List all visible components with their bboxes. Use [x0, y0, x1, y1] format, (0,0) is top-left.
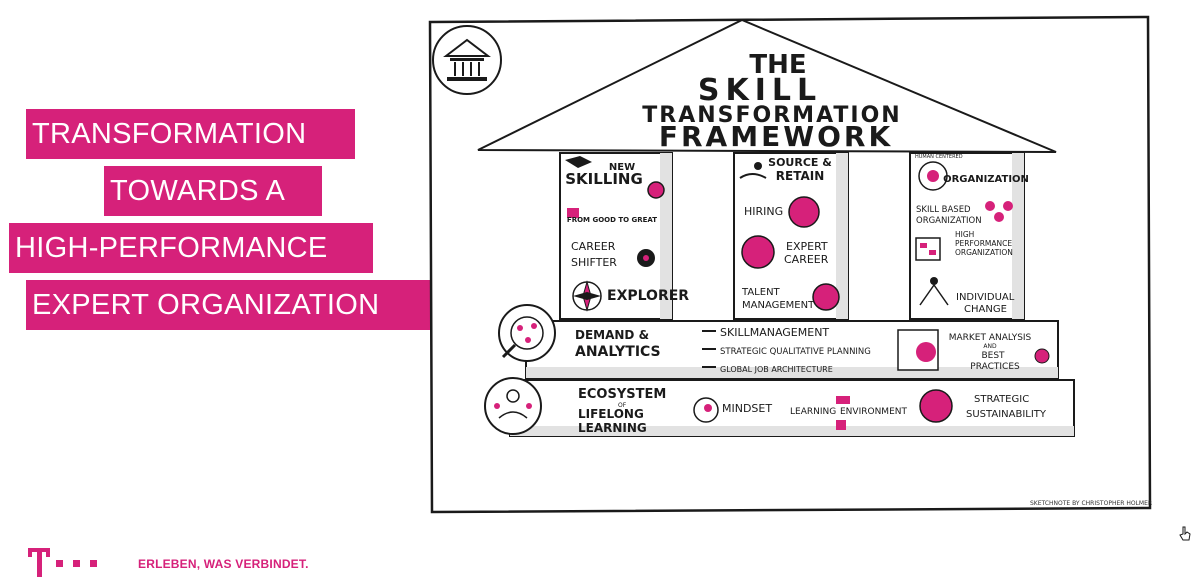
pillar-2-talent: TALENT: [741, 287, 781, 298]
compass-icon: [572, 280, 602, 312]
title-the: THE: [749, 50, 806, 80]
footer-slogan: ERLEBEN, WAS VERBINDET.: [138, 557, 309, 571]
eco-learning: LEARNING: [790, 407, 836, 417]
award-ribbon-icon: [647, 181, 665, 199]
eco-environment: ENVIRONMENT: [840, 407, 907, 417]
pillar-2-hiring: HIRING: [744, 205, 783, 218]
market-and: AND: [983, 343, 997, 350]
pillar-3-organization-1: ORGANIZATION: [916, 216, 982, 226]
pillar-1-career: CAREER: [571, 240, 616, 253]
title-framework: FRAMEWORK: [659, 120, 893, 153]
pillar-3-change: CHANGE: [964, 304, 1007, 315]
pillar-1-from-to: FROM GOOD TO GREAT: [567, 216, 657, 224]
briefcase-icon: [836, 396, 850, 404]
pillar-1-shifter: SHIFTER: [571, 256, 617, 269]
market-best: BEST: [981, 351, 1005, 361]
market-analysis: MARKET ANALYSIS: [949, 333, 1032, 343]
pillar-3-organization-2: ORGANIZATION: [955, 248, 1013, 257]
pillar-2-heading-top: SOURCE &: [768, 156, 832, 169]
headline-line-1: TRANSFORMATION: [26, 109, 355, 159]
eco-heading-1: ECOSYSTEM: [578, 387, 666, 402]
pillar-1-heading: SKILLING: [565, 170, 643, 188]
network-icon: [741, 235, 775, 269]
band-demand-analytics: DEMAND & ANALYTICS SKILLMANAGEMENT STRAT…: [498, 304, 1059, 379]
hand-cursor-icon: [1179, 526, 1191, 541]
title-transformation: TRANSFORMATION: [642, 103, 901, 128]
demand-heading-2: ANALYTICS: [575, 344, 661, 360]
pillar-2-expert: EXPERT: [786, 240, 828, 253]
pillar-3-performance: PERFORMANCE: [955, 239, 1012, 248]
pillar-3-high: HIGH: [955, 230, 974, 239]
pillar-2-career: CAREER: [784, 253, 829, 266]
demand-heading-1: DEMAND &: [575, 328, 649, 342]
eco-heading-3: LIFELONG: [578, 407, 644, 421]
pillar-2-heading: RETAIN: [776, 169, 825, 183]
pillar-1-heading-top: NEW: [609, 162, 635, 173]
eco-heading-4: LEARNING: [578, 421, 647, 435]
pillar-3-individual: INDIVIDUAL: [956, 292, 1015, 303]
headline-line-4: EXPERT ORGANIZATION: [26, 280, 430, 330]
dashboard-icon: [915, 237, 941, 261]
pillar-human-centered-organization: HUMAN CENTERED ORGANIZATION SKILL BASED …: [909, 152, 1029, 320]
document-icon: [836, 420, 846, 430]
pillar-3-heading: ORGANIZATION: [943, 174, 1029, 185]
diagram-frame: [428, 15, 1152, 514]
demand-skillmanagement: SKILLMANAGEMENT: [720, 326, 829, 339]
graduation-cap-icon: [565, 156, 592, 168]
institution-icon: [432, 25, 502, 95]
pillar-3-skill-based: SKILL BASED: [916, 205, 971, 215]
people-circle-icon: [812, 283, 840, 311]
org-chart-icon: [985, 201, 995, 211]
headline-line-3: HIGH-PERFORMANCE: [9, 223, 373, 273]
demand-strategic-planning: STRATEGIC QUALITATIVE PLANNING: [720, 347, 871, 357]
checkbox-icon: [567, 208, 579, 218]
globe-hand-icon: [919, 389, 953, 423]
pillar-source-retain: SOURCE & RETAIN HIRING EXPERT CAREER TAL…: [733, 152, 849, 320]
reading-person-icon: [484, 377, 542, 435]
globe-icon: [788, 196, 820, 228]
pillar-1-explorer: EXPLORER: [607, 288, 689, 304]
eco-strategic: STRATEGIC: [974, 394, 1029, 405]
star-badge-icon: [1034, 348, 1050, 364]
pillar-3-heading-top: HUMAN CENTERED: [915, 154, 963, 160]
title-skill: SKILL: [698, 73, 822, 108]
market-stall-icon: [897, 329, 939, 371]
market-practices: PRACTICES: [970, 362, 1020, 372]
artist-credit: SKETCHNOTE BY CHRISTOPHER HOLMER: [1030, 500, 1152, 507]
headline-line-2: TOWARDS A: [104, 166, 322, 216]
magnifier-network-icon: [498, 304, 556, 362]
eco-sustainability: SUSTAINABILITY: [966, 409, 1047, 420]
eco-mindset: MINDSET: [722, 402, 772, 415]
telekom-logo: [28, 548, 97, 577]
roof: [477, 18, 1057, 153]
demand-global-job-architecture: GLOBAL JOB ARCHITECTURE: [720, 365, 833, 374]
band-ecosystem-lifelong-learning: ECOSYSTEM OF LIFELONG LEARNING MINDSET L…: [484, 377, 1075, 437]
pillar-new-skilling: NEW SKILLING FROM GOOD TO GREAT CAREER S…: [559, 152, 689, 320]
pillar-2-management: MANAGEMENT: [742, 300, 815, 311]
hand-person-icon: [739, 173, 767, 179]
eco-heading-2: OF: [618, 402, 627, 409]
